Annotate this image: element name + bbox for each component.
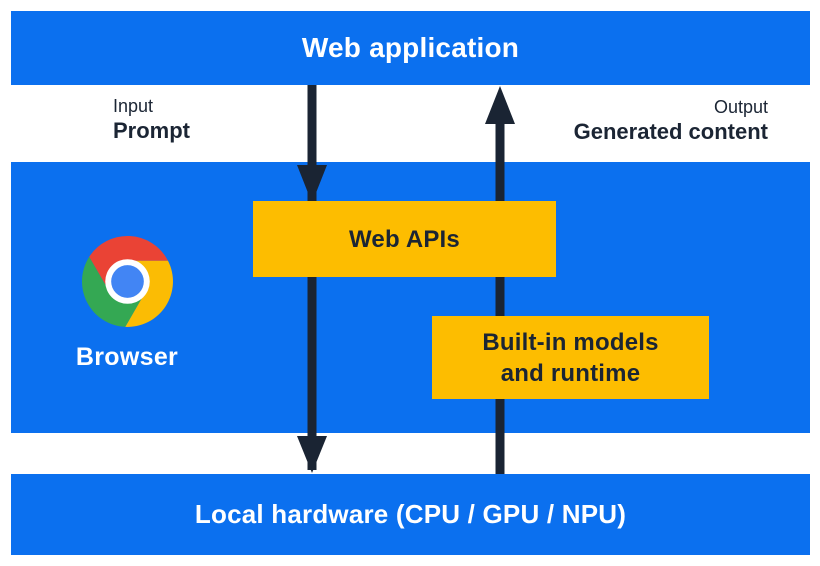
browser-identity: Browser <box>57 234 197 372</box>
builtin-models-line1: Built-in models <box>482 328 659 356</box>
builtin-models-line2: and runtime <box>500 359 641 387</box>
web-application-bar: Web application <box>11 11 810 85</box>
web-apis-label: Web APIs <box>349 225 460 253</box>
output-annotation: Output Generated content <box>574 98 768 143</box>
output-label: Output <box>713 97 768 117</box>
input-value-label: Prompt <box>113 118 190 143</box>
web-apis-box: Web APIs <box>253 201 556 277</box>
chrome-logo-icon <box>81 235 173 327</box>
output-value-label: Generated content <box>573 119 768 144</box>
input-label: Input <box>113 96 154 116</box>
web-application-label: Web application <box>301 32 520 63</box>
input-annotation: Input Prompt <box>113 97 190 142</box>
builtin-models-box: Built-in models and runtime <box>432 316 709 399</box>
local-hardware-bar: Local hardware (CPU / GPU / NPU) <box>11 474 810 555</box>
local-hardware-label: Local hardware (CPU / GPU / NPU) <box>194 499 627 529</box>
browser-label: Browser <box>75 343 179 371</box>
